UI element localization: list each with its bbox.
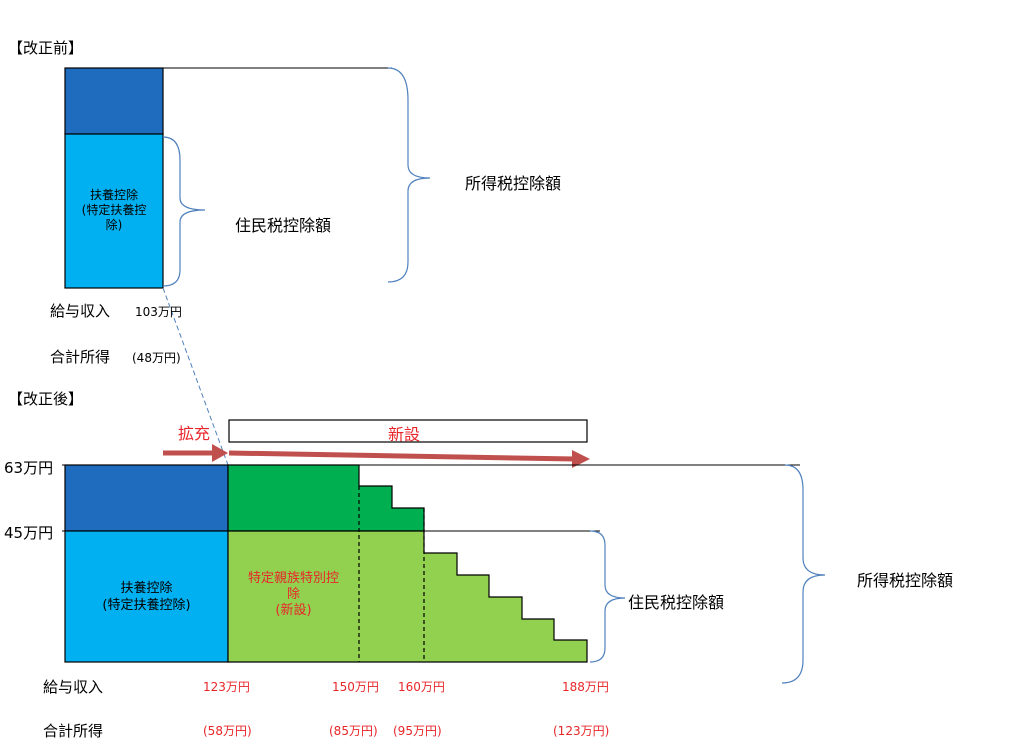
new-bar — [228, 419, 588, 443]
after-green-lower — [227, 530, 588, 663]
salary-value-160: 160万円 — [398, 680, 445, 694]
y-label-45: 45万円 — [4, 524, 54, 542]
before-income-tax-block — [64, 67, 164, 135]
before-resident-label: 住民税控除額 — [235, 216, 332, 235]
new-arrow — [572, 450, 590, 468]
y-label-63: 63万円 — [4, 459, 54, 477]
after-resident-label: 住民税控除額 — [628, 593, 725, 612]
before-total-label: 合計所得 — [50, 348, 111, 366]
expand-label: 拡充 — [178, 424, 211, 443]
after-resident-bracket — [589, 530, 626, 663]
salary-value-123: 123万円 — [203, 680, 250, 694]
total-value-85: (85万円) — [329, 724, 378, 738]
total-value-58: (58万円) — [203, 724, 252, 738]
after-green-upper — [227, 464, 425, 532]
total-value-123: (123万円) — [553, 724, 610, 738]
after-income-tax-label: 所得税控除額 — [857, 571, 954, 590]
salary-value-188: 188万円 — [562, 680, 609, 694]
before-total-value: (48万円) — [132, 351, 181, 365]
before-resident-bracket — [162, 136, 206, 287]
after-box-label: 扶養控除 (特定扶養控除) — [102, 581, 191, 613]
after-income-tax-block — [64, 464, 229, 532]
before-income-bracket — [387, 67, 431, 283]
after-income-bracket — [781, 464, 826, 684]
after-green-label: 特定親族特別控 除 (新設) — [247, 571, 339, 618]
expand-arrow — [212, 444, 228, 462]
before-income-tax-label: 所得税控除額 — [465, 174, 562, 193]
before-salary-value: 103万円 — [135, 305, 182, 319]
after-salary-label: 給与収入 — [43, 678, 104, 696]
salary-value-150: 150万円 — [332, 680, 379, 694]
new-label: 新設 — [388, 425, 421, 444]
before-box-label: 扶養控除 (特定扶養控 除) — [81, 188, 147, 232]
total-value-95: (95万円) — [393, 724, 442, 738]
before-salary-label: 給与収入 — [50, 302, 111, 320]
after-total-label: 合計所得 — [43, 722, 104, 740]
before-title: 【改正前】 — [8, 39, 84, 57]
after-title: 【改正後】 — [8, 390, 84, 408]
before-dependent-block — [64, 133, 164, 289]
after-dependent-block — [64, 530, 229, 663]
